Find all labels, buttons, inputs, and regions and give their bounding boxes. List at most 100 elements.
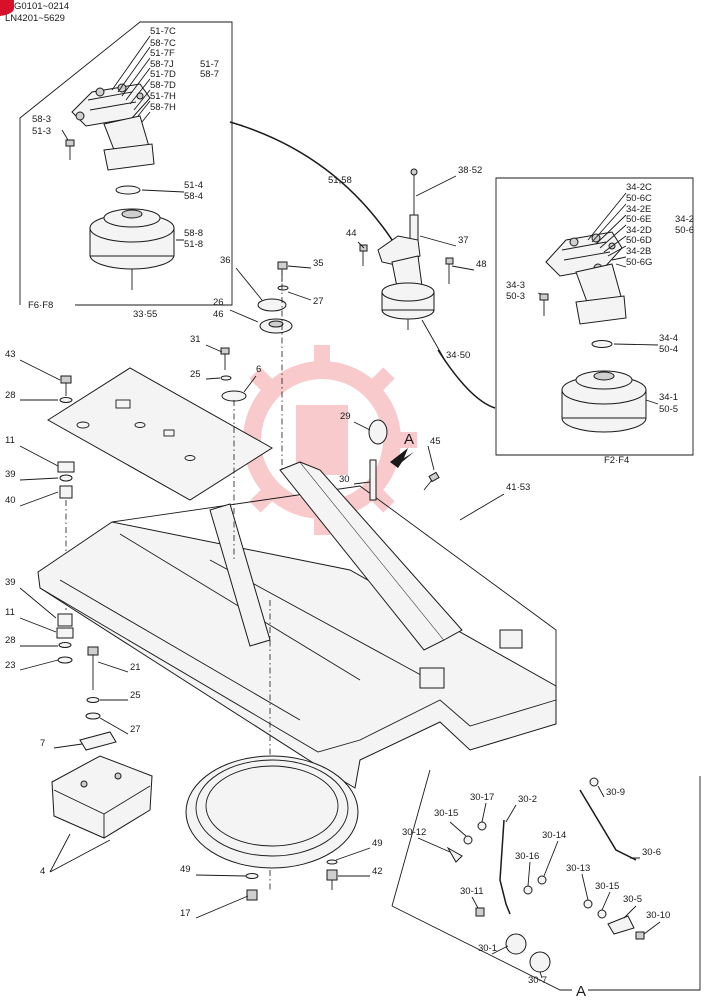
inset-swing-motor-f2-f4: F2·F4 — [495, 177, 694, 466]
pin-30-12 — [446, 846, 463, 863]
bolt-58-3 — [65, 139, 75, 160]
part-label-50-6D: 50-6D — [626, 235, 652, 246]
bracket-30-5 — [607, 915, 635, 935]
part-label-30-15a: 30-15 — [434, 808, 458, 819]
part-label-51-7D: 51-7D — [150, 69, 176, 80]
nut-30-14 — [537, 875, 547, 885]
view-arrow-a: A — [390, 431, 414, 468]
part-label-30-7: 30-7 — [528, 975, 547, 986]
part-label-37: 37 — [458, 235, 469, 246]
swing-bearing-ring-17 — [185, 755, 359, 869]
part-label-51,58: 51,58 — [328, 175, 352, 186]
part-label-51-8: 51-8 — [184, 239, 203, 250]
o-ring-34-4 — [591, 340, 613, 348]
nut-30-16 — [523, 885, 533, 895]
part-label-35: 35 — [313, 258, 324, 269]
part-label-34-2: 34-2 — [675, 214, 694, 225]
part-label-34-2D: 34-2D — [626, 225, 652, 236]
part-label-27b: 27 — [130, 724, 141, 735]
part-label-29: 29 — [340, 411, 351, 422]
serial-line-2: LN4201~5629 — [5, 13, 65, 24]
part-label-45: 45 — [430, 436, 441, 447]
part-label-33·55: 33·55 — [133, 309, 157, 320]
part-label-30-13: 30-13 — [566, 863, 590, 874]
washer-30-15b — [597, 909, 607, 919]
part-label-4: 4 — [40, 866, 45, 877]
part-label-58-7C: 58-7C — [150, 38, 176, 49]
bolt-48 — [445, 257, 454, 265]
part-label-58-7D: 58-7D — [150, 80, 176, 91]
part-label-50-3: 50-3 — [506, 291, 525, 302]
part-label-46: 46 — [213, 309, 224, 320]
washer-30-15 — [463, 835, 473, 845]
part-label-39b: 39 — [5, 577, 16, 588]
part-label-30-10: 30-10 — [646, 910, 670, 921]
part-label-51-7: 51-7 — [200, 59, 219, 70]
part-label-28b: 28 — [5, 635, 16, 646]
swing-connector-curve — [229, 121, 421, 291]
part-label-30-9: 30-9 — [606, 787, 625, 798]
serial-badge-icon — [0, 0, 14, 16]
part-label-6: 6 — [256, 364, 261, 375]
part-label-34-1: 34-1 — [659, 392, 678, 403]
part-number-labels: 51-7C58-7C51-7F58-7J51-7D58-7D51-7H58-7H… — [5, 26, 694, 986]
part-label-31: 31 — [190, 334, 201, 345]
bolt-45 — [423, 471, 440, 491]
bolt-42 — [326, 859, 338, 890]
part-label-41·53: 41·53 — [506, 482, 530, 493]
serial-line-1: G0101~0214 — [14, 1, 69, 12]
part-label-25a: 25 — [190, 369, 201, 380]
part-label-7: 7 — [40, 738, 45, 749]
bolt-17 — [245, 873, 259, 901]
part-label-39a: 39 — [5, 469, 16, 480]
part-label-44: 44 — [346, 228, 357, 239]
bolt-35-washers — [277, 261, 289, 291]
part-label-40: 40 — [5, 495, 16, 506]
part-label-51-7H: 51-7H — [150, 91, 176, 102]
swing-motor-body — [103, 115, 155, 171]
part-label-30-2: 30-2 — [518, 794, 537, 805]
part-label-17: 17 — [180, 908, 191, 919]
part-label-28a: 28 — [5, 390, 16, 401]
part-label-11b: 11 — [5, 607, 15, 618]
part-label-34-3: 34-3 — [506, 280, 525, 291]
part-label-58-8: 58-8 — [184, 228, 203, 239]
part-label-25b: 25 — [130, 690, 141, 701]
inset-a-letter: A — [576, 983, 586, 1000]
part-label-50-4: 50-4 — [659, 344, 678, 355]
bolt-34-3 — [539, 293, 549, 316]
upper-frame-41-53 — [37, 461, 557, 789]
part-label-50-6: 50-6 — [675, 225, 694, 236]
part-label-50-6E: 50-6E — [626, 214, 651, 225]
inset-variant-label: F6·F8 — [28, 300, 53, 311]
part-label-30-6: 30-6 — [642, 847, 661, 858]
swing-motor-valve-block-right — [545, 231, 623, 277]
part-label-36: 36 — [220, 255, 231, 266]
part-label-51-4: 51-4 — [184, 180, 203, 191]
counterweight-block-4 — [51, 755, 153, 839]
rod-30-2 — [499, 819, 511, 915]
bolt-31-plate-6 — [220, 347, 247, 402]
bracket-7 — [79, 731, 117, 751]
part-label-50-6G: 50-6G — [626, 257, 652, 268]
mount-stack-lower — [56, 613, 74, 664]
part-label-34-4: 34-4 — [659, 333, 678, 344]
part-label-49b: 49 — [180, 864, 191, 875]
plate-30-1 — [505, 933, 527, 955]
part-label-23: 23 — [5, 660, 16, 671]
part-label-58-7H: 58-7H — [150, 102, 176, 113]
part-label-26: 26 — [213, 297, 224, 308]
part-label-30-11: 30-11 — [460, 886, 484, 897]
cover-29 — [368, 419, 388, 445]
part-label-11a: 11 — [5, 435, 15, 446]
part-label-48: 48 — [476, 259, 487, 270]
part-label-30-14: 30-14 — [542, 830, 566, 841]
inset-swing-motor-f6-f8: F6·F8 — [19, 21, 233, 311]
swing-motor-valve-block — [71, 83, 151, 127]
part-label-30-5: 30-5 — [623, 894, 642, 905]
part-label-21: 21 — [130, 662, 141, 673]
swivel-seal-36 — [257, 298, 293, 334]
swing-reduction-gear-right — [561, 370, 647, 433]
